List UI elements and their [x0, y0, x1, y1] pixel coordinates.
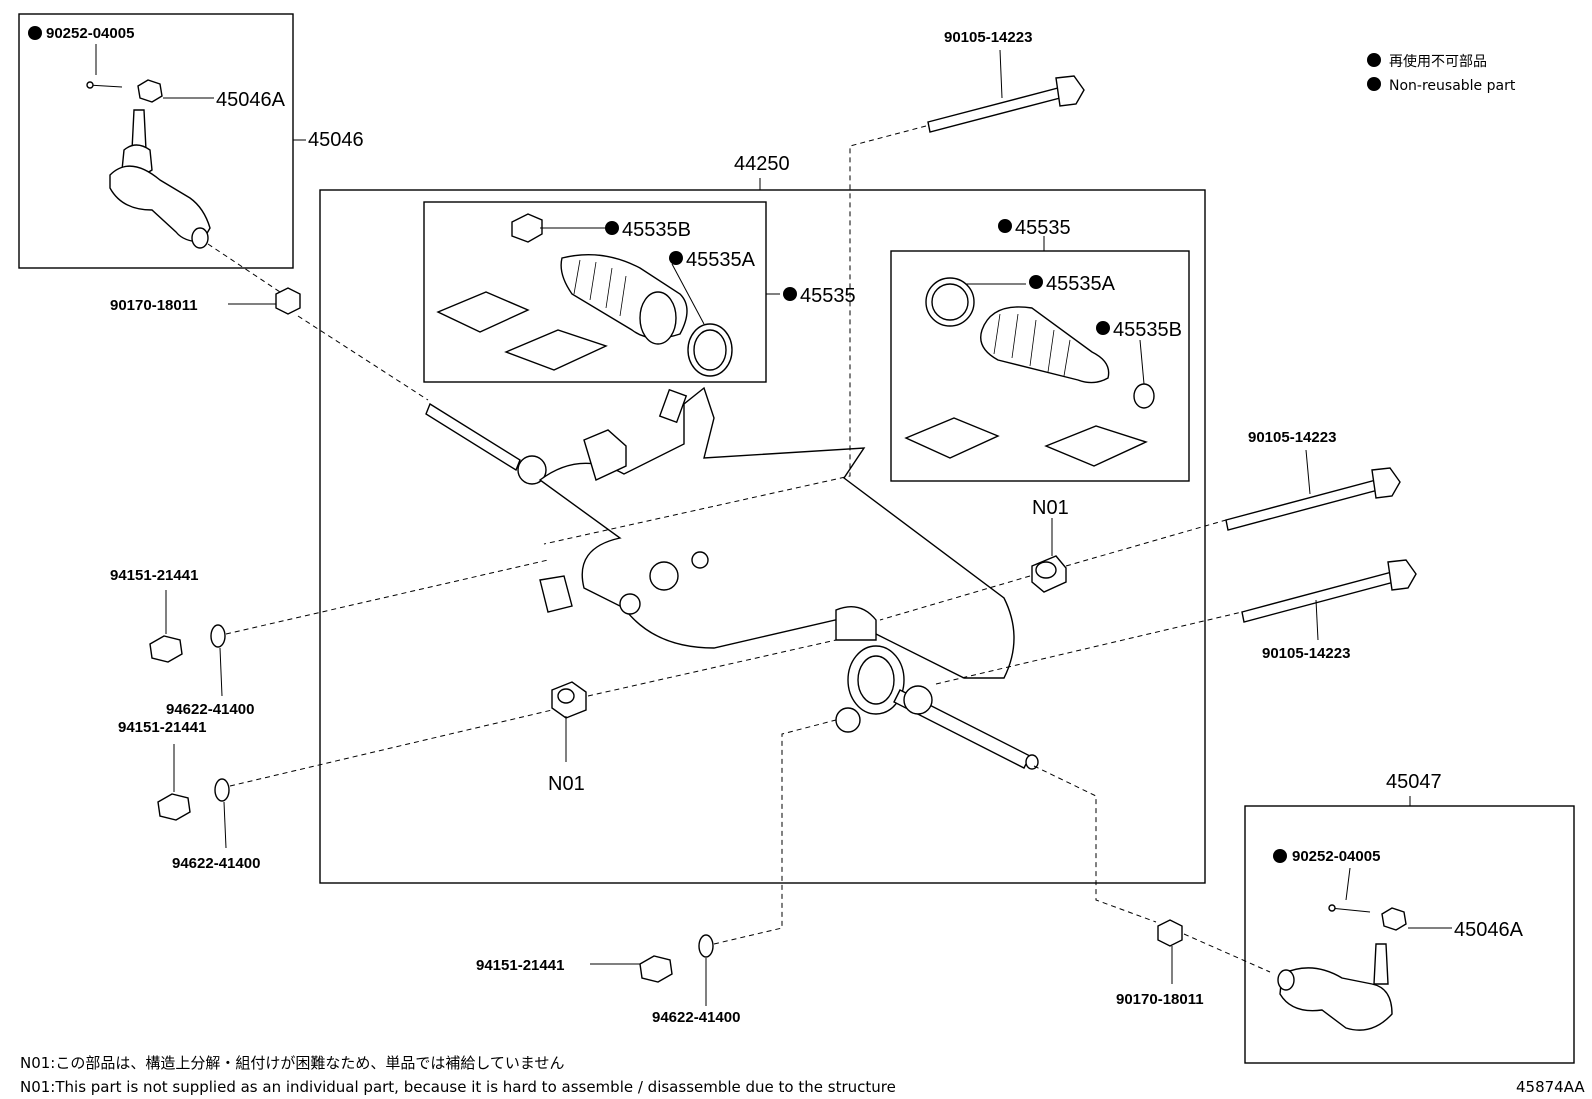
- bolt-right-1: [1225, 467, 1401, 531]
- label-cotter-pin-lh: 90252-04005: [46, 25, 134, 42]
- steering-gear-assembly-frame: [319, 189, 1206, 884]
- non-reusable-marker-icon: [669, 251, 683, 265]
- label-clamp-a-rh: 45535A: [1046, 273, 1116, 295]
- non-reusable-marker-icon: [1273, 849, 1287, 863]
- label-boot-kit-lh: 45535: [800, 285, 856, 307]
- note-n01-en: N01:This part is not supplied as an indi…: [20, 1078, 896, 1096]
- non-reusable-marker-icon: [1096, 321, 1110, 335]
- tie-rod-end-rh-frame: [1244, 805, 1575, 1064]
- grommet-right: [1031, 555, 1067, 593]
- tie-rod-end-lh-illustration: [86, 79, 211, 249]
- label-clamp-b-rh: 45535B: [1113, 319, 1182, 341]
- label-bolt-right-1: 90105-14223: [1248, 429, 1336, 446]
- label-cotter-pin-rh: 90252-04005: [1292, 848, 1380, 865]
- boot-kit-rh-frame: [890, 250, 1190, 482]
- label-boot-kit-rh: 45535: [1015, 217, 1071, 239]
- non-reusable-marker-icon: [1367, 77, 1381, 91]
- legend-en: Non-reusable part: [1389, 78, 1516, 94]
- boot-kit-lh-frame: [423, 201, 767, 383]
- legend-ja: 再使用不可部品: [1389, 53, 1487, 70]
- tie-rod-end-lh-frame: [18, 13, 294, 269]
- nut-3: [639, 955, 673, 983]
- steering-gear-body-illustration: [425, 386, 1039, 770]
- label-grommet-right: N01: [1032, 497, 1069, 519]
- label-jam-nut-lh: 90170-18011: [110, 297, 198, 314]
- label-bolt-right-2: 90105-14223: [1262, 645, 1350, 662]
- boot-kit-rh-illustration: [904, 277, 1155, 467]
- label-jam-nut-rh: 90170-18011: [1116, 991, 1204, 1008]
- label-nut-1: 94151-21441: [110, 567, 198, 584]
- legend: 再使用不可部品 Non-reusable part: [1367, 53, 1516, 94]
- label-grommet-left: N01: [548, 773, 585, 795]
- label-steering-gear-assembly: 44250: [734, 153, 790, 175]
- washer-2: [214, 778, 230, 802]
- label-washer-3: 94622-41400: [652, 1009, 740, 1026]
- grommet-left: [551, 681, 587, 719]
- boot-kit-lh-illustration: [436, 213, 733, 377]
- note-n01-ja: N01:この部品は、構造上分解・組付けが困難なため、単品では補給していません: [20, 1054, 564, 1072]
- label-tie-rod-end-rh: 45047: [1386, 771, 1442, 793]
- bolt-top: [927, 75, 1085, 133]
- label-nut-45046a-lh: 45046A: [216, 89, 286, 111]
- label-clamp-b-lh: 45535B: [622, 219, 691, 241]
- jam-nut-lh: [275, 287, 301, 315]
- non-reusable-marker-icon: [998, 219, 1012, 233]
- label-nut-3: 94151-21441: [476, 957, 564, 974]
- label-tie-rod-end-lh: 45046: [308, 129, 364, 151]
- bolt-right-2: [1241, 559, 1417, 623]
- washer-3: [698, 934, 714, 958]
- tie-rod-end-rh-illustration: [1277, 904, 1407, 1031]
- label-bolt-top: 90105-14223: [944, 29, 1032, 46]
- non-reusable-marker-icon: [1367, 53, 1381, 67]
- label-clamp-a-lh: 45535A: [686, 249, 756, 271]
- non-reusable-marker-icon: [1029, 275, 1043, 289]
- illustration-id: 45874AA: [1516, 1078, 1585, 1096]
- non-reusable-marker-icon: [28, 26, 42, 40]
- jam-nut-rh: [1157, 919, 1183, 947]
- nut-2: [157, 793, 191, 821]
- non-reusable-marker-icon: [605, 221, 619, 235]
- washer-1: [210, 624, 226, 648]
- label-washer-2: 94622-41400: [172, 855, 260, 872]
- label-nut-45046a-rh: 45046A: [1454, 919, 1524, 941]
- non-reusable-marker-icon: [783, 287, 797, 301]
- label-nut-2: 94151-21441: [118, 719, 206, 736]
- nut-1: [149, 635, 183, 663]
- label-washer-1: 94622-41400: [166, 701, 254, 718]
